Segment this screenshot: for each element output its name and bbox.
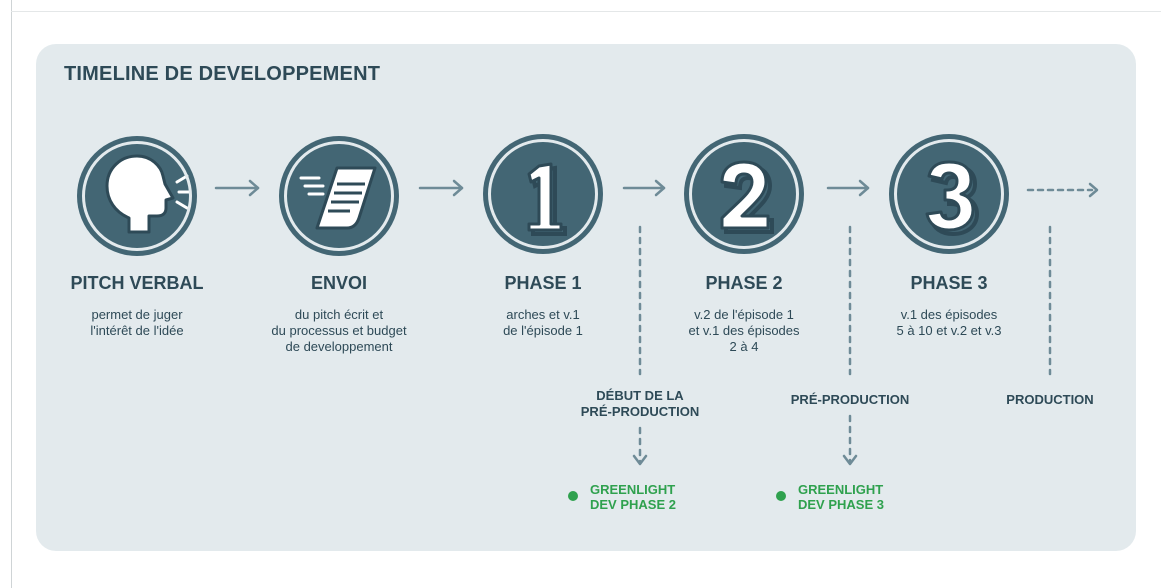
dashed-arrow-right-icon [1026, 182, 1099, 198]
greenlight-dev-phase-3: GREENLIGHT DEV PHASE 3 [798, 482, 884, 512]
arrow-right-icon [418, 179, 464, 197]
desc-line: du processus et budget [271, 323, 407, 338]
milestone-line: DÉBUT DE LA [596, 388, 684, 403]
arrow-right-icon [826, 179, 870, 197]
stage-title-phase2: PHASE 2 [705, 273, 783, 293]
frame-border-top [11, 11, 1161, 12]
stage-title-phase3: PHASE 3 [910, 273, 988, 293]
milestone-production: PRODUCTION [978, 392, 1122, 408]
desc-line: l'intérêt de l'idée [90, 323, 184, 338]
desc-line: de l'épisode 1 [503, 323, 583, 338]
milestone-line: PRODUCTION [1006, 392, 1094, 407]
stage-title-pitch: PITCH VERBAL [70, 273, 204, 293]
number-1-icon [483, 134, 603, 254]
greenlight-dev-phase-2: GREENLIGHT DEV PHASE 2 [590, 482, 676, 512]
desc-line: permet de juger [91, 307, 183, 322]
frame-border-left [11, 0, 12, 588]
number-3-icon [889, 134, 1009, 254]
green-dot-icon [776, 491, 786, 501]
dashed-arrow-down-icon [632, 426, 648, 466]
milestone-debut-pre-production: DÉBUT DE LA PRÉ-PRODUCTION [560, 388, 720, 420]
stage-desc-pitch: permet de juger l'intérêt de l'idée [47, 307, 227, 339]
timeline-panel [36, 44, 1136, 551]
document-icon [279, 136, 399, 256]
stage-title-phase1: PHASE 1 [504, 273, 582, 293]
stage-desc-phase1: arches et v.1 de l'épisode 1 [453, 307, 633, 339]
desc-line: de developpement [285, 339, 393, 354]
desc-line: v.1 des épisodes [900, 307, 998, 322]
milestone-pre-production: PRÉ-PRODUCTION [770, 392, 930, 408]
stage-desc-envoi: du pitch écrit et du processus et budget… [239, 307, 439, 355]
desc-line: v.2 de l'épisode 1 [694, 307, 794, 322]
number-2-icon [684, 134, 804, 254]
desc-line: arches et v.1 [506, 307, 580, 322]
greenlight-line: GREENLIGHT [590, 482, 676, 497]
greenlight-line: DEV PHASE 3 [798, 497, 884, 512]
desc-line: du pitch écrit et [294, 307, 384, 322]
greenlight-line: GREENLIGHT [798, 482, 884, 497]
greenlight-line: DEV PHASE 2 [590, 497, 676, 512]
stage-title-envoi: ENVOI [310, 273, 367, 293]
desc-line: 2 à 4 [729, 339, 759, 354]
stage-desc-phase3: v.1 des épisodes 5 à 10 et v.2 et v.3 [859, 307, 1039, 339]
milestone-line: PRÉ-PRODUCTION [790, 392, 910, 407]
dashed-arrow-down-icon [842, 414, 858, 466]
speaking-head-icon [77, 136, 197, 256]
desc-line: et v.1 des épisodes [688, 323, 800, 338]
milestone-line: PRÉ-PRODUCTION [580, 404, 700, 419]
arrow-right-icon [214, 179, 260, 197]
diagram-title: TIMELINE DE DEVELOPPEMENT [64, 63, 381, 85]
arrow-right-icon [622, 179, 666, 197]
green-dot-icon [568, 491, 578, 501]
desc-line: 5 à 10 et v.2 et v.3 [896, 323, 1002, 338]
stage-desc-phase2: v.2 de l'épisode 1 et v.1 des épisodes 2… [654, 307, 834, 355]
